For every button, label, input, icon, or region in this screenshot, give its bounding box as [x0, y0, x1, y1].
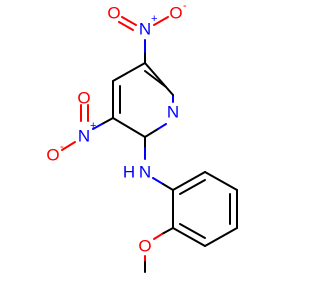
- nitro-top-n-charge: +: [151, 13, 157, 25]
- nitro-top-o-right-label: O: [169, 4, 182, 23]
- pyridine-n-label: N: [167, 103, 179, 122]
- molecule-diagram: N + O O - N + O O - N H: [46, 0, 238, 273]
- bond-nh-phenyl-a: [152, 177, 164, 185]
- nitro-top-o-charge: -: [183, 0, 187, 12]
- bond-c2-n1-lower: [144, 128, 159, 138]
- bond-nitro-o-right: [153, 16, 169, 26]
- bond-ph-o-b: [153, 233, 163, 240]
- bond-ph-o-a: [161, 227, 174, 235]
- bond-nitro-o-left-inner: [118, 21, 134, 31]
- nitro-left-o-top-label: O: [77, 89, 90, 108]
- amine-n-label: N: [139, 163, 151, 182]
- bond-ph-c6-c1-inner: [179, 179, 206, 195]
- amine-h-label: H: [123, 163, 135, 182]
- pyridine-ring: [112, 62, 174, 138]
- bond-c3-c2: [112, 117, 146, 138]
- bond-c3-nitro: [101, 117, 114, 125]
- nitro-left-n-label: N: [78, 127, 90, 146]
- bond-nitro-n-left: [92, 123, 103, 130]
- bond-ph-c2-c3-inner: [179, 223, 206, 239]
- bond-c6-c5-inner: [144, 70, 167, 88]
- bond-nitro-o-left-double: [121, 16, 137, 26]
- methoxy-group: O: [138, 227, 174, 273]
- nitro-left-o-charge: -: [60, 141, 64, 153]
- bond-c2-n1-upper: [157, 123, 167, 130]
- nitro-group-top: N + O O -: [107, 0, 187, 64]
- bond-ph-c5-c6: [204, 171, 238, 191]
- bond-nitro-o-left: [61, 141, 76, 151]
- bond-c5-c4: [112, 62, 146, 82]
- amine-bridge: N H: [123, 136, 174, 191]
- bond-ph-c3-c4: [204, 227, 238, 247]
- nitro-group-left: N + O O -: [46, 89, 114, 165]
- methoxyphenyl-ring: [172, 171, 238, 247]
- bond-ph-c2-c3: [172, 227, 206, 247]
- nitro-top-n-label: N: [139, 20, 151, 39]
- nitro-top-o-left-label: O: [107, 4, 120, 23]
- nitro-left-o-left-label: O: [46, 146, 59, 165]
- methoxy-o-label: O: [138, 237, 151, 256]
- bond-ph-c6-c1: [172, 171, 206, 191]
- bond-n1-c6-b: [144, 62, 174, 96]
- bond-nh-phenyl-b: [162, 183, 174, 191]
- nitro-left-n-charge: +: [90, 120, 96, 132]
